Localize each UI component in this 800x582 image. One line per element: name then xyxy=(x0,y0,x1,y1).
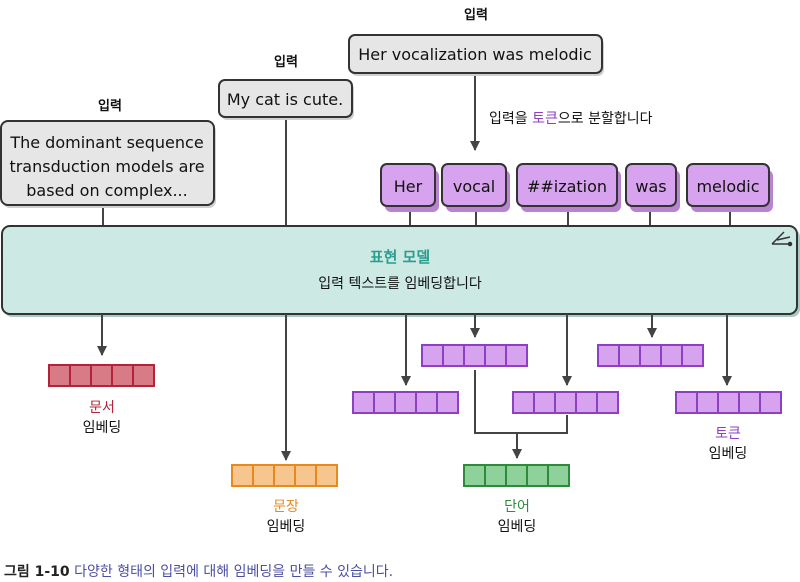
figure-caption: 그림 1-10 다양한 형태의 입력에 대해 임베딩을 만들 수 있습니다. xyxy=(4,561,393,581)
token-box xyxy=(380,163,436,207)
document-input-label: 입력 xyxy=(98,99,122,114)
sentence-embedding-sublabel: 임베딩 xyxy=(267,519,306,535)
word-embedding-sublabel: 임베딩 xyxy=(498,519,537,535)
token-embedding xyxy=(512,391,619,414)
document-input-line-1: The dominant sequence xyxy=(9,133,203,152)
token-box xyxy=(686,163,770,207)
token-melodic: melodic xyxy=(696,177,759,196)
token-box xyxy=(516,163,618,207)
caption-text: 다양한 형태의 입력에 대해 임베딩을 만들 수 있습니다. xyxy=(74,564,394,580)
token-embedding xyxy=(675,391,782,414)
token-ization: ##ization xyxy=(527,177,607,196)
token-vocal: vocal xyxy=(453,177,495,196)
sentence-input-text: My cat is cute. xyxy=(227,90,343,109)
token-box xyxy=(441,163,507,207)
token-embedding-sublabel: 임베딩 xyxy=(709,446,748,462)
model-title: 표현 모델 xyxy=(370,248,431,266)
token-was: was xyxy=(635,177,666,196)
word-embedding-label: 단어 xyxy=(504,499,530,515)
document-embedding xyxy=(48,364,155,387)
model-subtitle: 입력 텍스트를 임베딩합니다 xyxy=(318,276,482,292)
document-input: 입력 The dominant sequence transduction mo… xyxy=(0,99,216,208)
word-embedding xyxy=(463,464,570,487)
model-corner-icon xyxy=(771,231,793,247)
token-her: Her xyxy=(394,177,423,196)
token-embedding xyxy=(421,344,528,367)
sentence-embedding-label: 문장 xyxy=(273,499,299,515)
tokenize-note: 입력을 토큰으로 분할합니다 xyxy=(489,111,653,127)
sentence-input: 입력 My cat is cute. xyxy=(218,55,354,120)
token-row xyxy=(380,163,773,212)
sentence-embedding xyxy=(231,464,338,487)
document-embedding-label: 문서 xyxy=(89,400,115,416)
output-connectors xyxy=(97,314,732,461)
token-embeddings xyxy=(352,344,782,414)
token-embedding-label: 토큰 xyxy=(715,426,741,442)
token-embedding xyxy=(597,344,704,367)
representation-model: 표현 모델 입력 텍스트를 임베딩합니다 xyxy=(1,225,800,317)
word-input-text: Her vocalization was melodic xyxy=(358,45,592,64)
word-input-label: 입력 xyxy=(464,8,488,23)
token-embedding xyxy=(352,391,459,414)
word-input: 입력 Her vocalization was melodic xyxy=(348,8,604,76)
token-highlight: 토큰 xyxy=(532,111,558,127)
document-input-line-3: based on complex... xyxy=(26,181,187,200)
sentence-input-label: 입력 xyxy=(274,55,298,70)
document-input-line-2: transduction models are xyxy=(9,157,204,176)
document-embedding-sublabel: 임베딩 xyxy=(83,420,122,436)
token-box xyxy=(625,163,677,207)
caption-number: 그림 1-10 xyxy=(4,564,70,580)
